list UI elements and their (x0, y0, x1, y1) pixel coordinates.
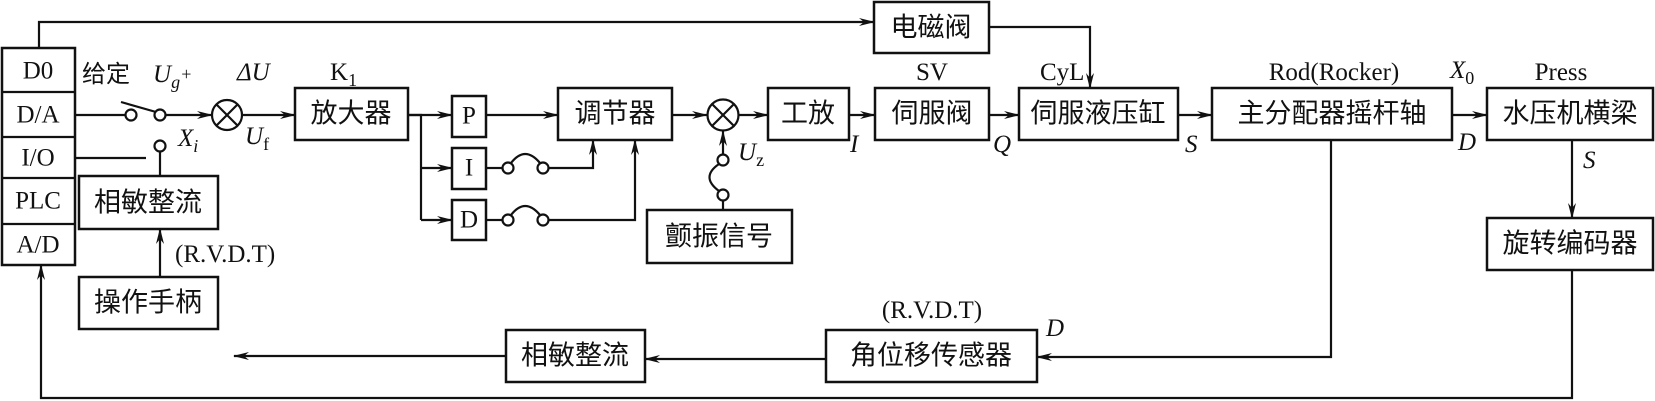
i-switch-contact (501, 161, 515, 175)
ug-label: Ug+ (153, 61, 192, 92)
operating-handle-label: 操作手柄 (94, 288, 202, 319)
io-row-plc: PLC (15, 188, 61, 215)
press-beam-label: 水压机横梁 (1503, 99, 1638, 130)
svg-text:P: P (462, 103, 476, 130)
sv-label: SV (916, 59, 948, 86)
rod-label: Rod(Rocker) (1269, 59, 1400, 86)
svg-text:D: D (460, 207, 478, 234)
rocker-feedback-line (1036, 140, 1333, 361)
servo-valve-block: 伺服阀 (873, 86, 991, 142)
current-label: I (849, 131, 860, 158)
solenoid-valve-label: 电磁阀 (891, 13, 972, 44)
i-switch-contact (536, 161, 550, 175)
rvdt-top-label: (R.V.D.T) (175, 241, 275, 268)
power-amp-block: 工放 (766, 86, 851, 142)
dither-switch-contact (716, 188, 730, 202)
dither-switch-arc (708, 163, 720, 192)
switch-contact (153, 108, 167, 122)
amplifier-label: 放大器 (311, 99, 392, 130)
d-switch-arc (510, 204, 541, 216)
servo-cylinder-block: 伺服液压缸 (1017, 86, 1180, 142)
svg-text:I: I (465, 155, 473, 182)
rocker-shaft-label: 主分配器摇杆轴 (1238, 99, 1427, 130)
io-row-d0: D0 (23, 58, 54, 85)
uf-label: Uf (245, 123, 269, 154)
servo-valve-label: 伺服阀 (892, 99, 973, 130)
s1-label: S (1185, 131, 1198, 158)
dither-signal-block: 颤振信号 (645, 208, 794, 265)
setpoint-label: 给定 (82, 60, 130, 88)
p-block: P (450, 94, 488, 139)
press-beam-block: 水压机横梁 (1485, 86, 1655, 142)
uz-label: Uz (738, 139, 764, 170)
dither-signal-label: 颤振信号 (665, 222, 773, 253)
summing-junction-2 (706, 98, 740, 132)
rotary-encoder-label: 旋转编码器 (1503, 229, 1638, 260)
switch-contact (124, 108, 138, 122)
regulator-label: 调节器 (575, 99, 656, 130)
d-block: D (450, 198, 488, 242)
solenoid-valve-block: 电磁阀 (872, 0, 991, 55)
solenoid-to-cylinder-line (989, 25, 1094, 89)
phase-rectifier-bottom-label: 相敏整流 (521, 341, 629, 372)
flow-label: Q (993, 131, 1011, 158)
rocker-shaft-block: 主分配器摇杆轴 (1210, 86, 1454, 142)
xi-label: Xi (177, 125, 198, 156)
io-row-da: D/A (16, 102, 59, 129)
rvdt-bottom-label: (R.V.D.T) (882, 297, 982, 324)
phase-rectifier-bottom-block: 相敏整流 (504, 328, 647, 384)
d-switch-contact (536, 213, 550, 227)
rotary-encoder-block: 旋转编码器 (1485, 216, 1655, 272)
phase-rectifier-top-label: 相敏整流 (94, 188, 202, 219)
switch-contact (153, 139, 167, 153)
i-block: I (450, 146, 488, 191)
d1-label: D (1457, 129, 1476, 156)
dither-switch-contact (716, 153, 730, 167)
delta-u-label: ΔU (236, 59, 272, 86)
servo-cylinder-label: 伺服液压缸 (1031, 99, 1166, 130)
d2-label: D (1045, 315, 1064, 342)
s2-label: S (1583, 147, 1596, 174)
operating-handle-block: 操作手柄 (77, 275, 220, 331)
press-label: Press (1535, 59, 1588, 86)
encoder-feedback-line (37, 264, 1574, 400)
power-amp-label: 工放 (781, 99, 835, 130)
regulator-block: 调节器 (556, 86, 674, 142)
angle-sensor-block: 角位移传感器 (824, 328, 1039, 384)
summing-junction-1 (210, 98, 244, 132)
i-switch-arc (510, 152, 541, 164)
x0-label: X0 (1449, 57, 1474, 88)
k1-label: K1 (330, 59, 357, 90)
switch-blade (120, 100, 157, 114)
amplifier-block: 放大器 (293, 86, 410, 142)
cyl-label: CyL (1040, 59, 1084, 86)
d-switch-contact (501, 213, 515, 227)
io-row-io: I/O (21, 145, 54, 172)
io-panel: D0 D/A I/O PLC A/D (0, 46, 77, 267)
io-row-ad: A/D (16, 232, 59, 259)
phase-rectifier-top-block: 相敏整流 (77, 174, 220, 231)
angle-sensor-label: 角位移传感器 (850, 341, 1012, 372)
do-to-solenoid-line (37, 18, 875, 48)
